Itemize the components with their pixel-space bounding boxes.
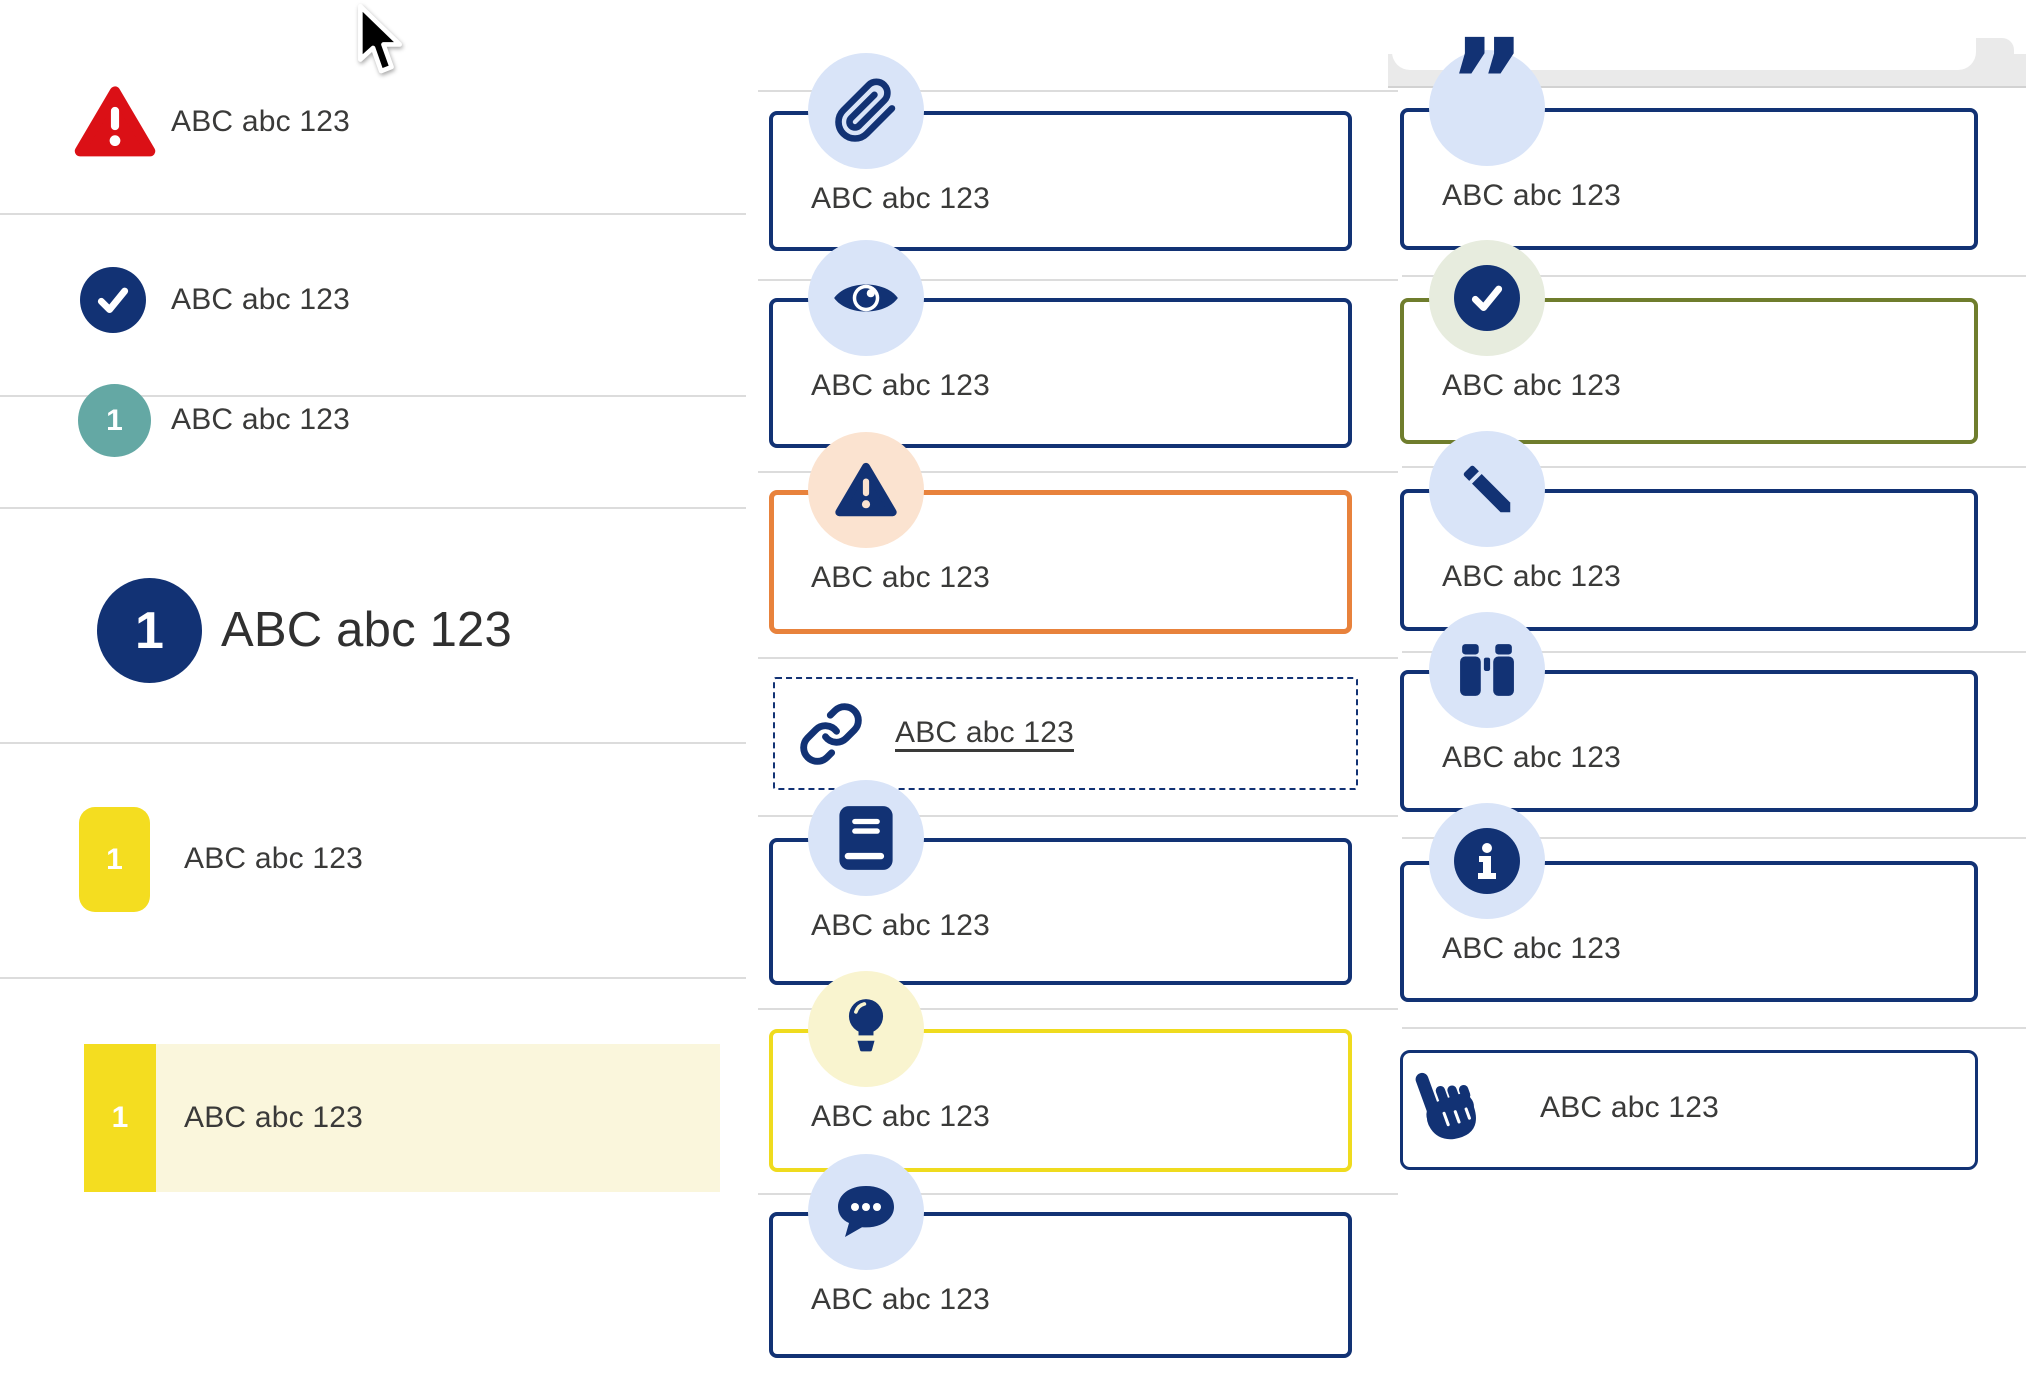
lightbulb-icon bbox=[808, 971, 924, 1087]
callout-label: ABC abc 123 bbox=[811, 369, 990, 402]
callout-edit bbox=[1400, 489, 1978, 631]
divider bbox=[758, 657, 1398, 659]
callout-label: ABC abc 123 bbox=[1442, 741, 1621, 774]
divider bbox=[758, 1008, 1398, 1010]
warning-triangle-icon bbox=[74, 86, 156, 157]
divider bbox=[758, 471, 1398, 473]
callout-label: ABC abc 123 bbox=[811, 909, 990, 942]
quote-icon: ” bbox=[1429, 23, 1545, 166]
checkmark-icon bbox=[97, 287, 129, 314]
divider bbox=[0, 395, 746, 397]
callout-label: ABC abc 123 bbox=[811, 561, 990, 594]
list-item-label: ABC abc 123 bbox=[184, 842, 363, 875]
divider bbox=[0, 742, 746, 744]
info-icon bbox=[1429, 803, 1545, 919]
divider bbox=[758, 90, 1398, 92]
speech-bubble-icon bbox=[808, 1154, 924, 1270]
badge-number: 1 bbox=[135, 601, 164, 660]
divider bbox=[1402, 837, 2026, 839]
callout-action[interactable] bbox=[1400, 1050, 1978, 1170]
callout-label: ABC abc 123 bbox=[1442, 560, 1621, 593]
quote-glyph: ” bbox=[1448, 13, 1526, 151]
check-circle-icon bbox=[1429, 240, 1545, 356]
divider bbox=[758, 279, 1398, 281]
link-icon bbox=[800, 703, 862, 765]
callout-label: ABC abc 123 bbox=[1442, 179, 1621, 212]
eye-icon bbox=[808, 240, 924, 356]
badge-number: 1 bbox=[111, 1101, 129, 1134]
paperclip-icon bbox=[808, 53, 924, 169]
checkmark-icon bbox=[1471, 285, 1503, 312]
binoculars-icon bbox=[1429, 612, 1545, 728]
numbered-circle-large: 1 bbox=[97, 578, 202, 683]
divider bbox=[0, 977, 746, 979]
pencil-icon bbox=[1429, 431, 1545, 547]
callout-label: ABC abc 123 bbox=[811, 182, 990, 215]
divider bbox=[758, 1193, 1398, 1195]
list-item-label: ABC abc 123 bbox=[171, 105, 350, 138]
list-item-label: ABC abc 123 bbox=[171, 283, 350, 316]
callout-label: ABC abc 123 bbox=[1442, 369, 1621, 402]
numbered-square-yellow-highlighted: 1 bbox=[84, 1044, 156, 1192]
divider bbox=[1402, 275, 2026, 277]
divider bbox=[1402, 466, 2026, 468]
numbered-square-yellow: 1 bbox=[79, 807, 150, 912]
list-item-label: ABC abc 123 bbox=[171, 403, 350, 436]
callout-label: ABC abc 123 bbox=[1442, 932, 1621, 965]
callout-label: ABC abc 123 bbox=[1540, 1091, 1719, 1124]
callout-reference bbox=[769, 838, 1352, 985]
numbered-circle-teal: 1 bbox=[78, 384, 151, 457]
callout-link bbox=[773, 677, 1358, 790]
callout-label: ABC abc 123 bbox=[811, 1283, 990, 1316]
divider bbox=[0, 213, 746, 215]
divider bbox=[1402, 651, 2026, 653]
check-circle-icon bbox=[80, 267, 146, 333]
callout-label: ABC abc 123 bbox=[811, 1100, 990, 1133]
highlighted-list-row[interactable] bbox=[84, 1044, 720, 1192]
book-icon bbox=[808, 780, 924, 896]
badge-number: 1 bbox=[106, 842, 123, 876]
pointing-hand-icon bbox=[1415, 1072, 1476, 1140]
warning-icon bbox=[808, 432, 924, 548]
divider bbox=[0, 507, 746, 509]
divider bbox=[1402, 1027, 2026, 1029]
list-item-label: ABC abc 123 bbox=[184, 1101, 363, 1134]
mouse-cursor-icon bbox=[358, 4, 402, 74]
divider bbox=[758, 815, 1398, 817]
badge-number: 1 bbox=[106, 403, 123, 437]
callout-link-text[interactable]: ABC abc 123 bbox=[895, 716, 1074, 749]
list-item-label-large: ABC abc 123 bbox=[221, 603, 512, 657]
